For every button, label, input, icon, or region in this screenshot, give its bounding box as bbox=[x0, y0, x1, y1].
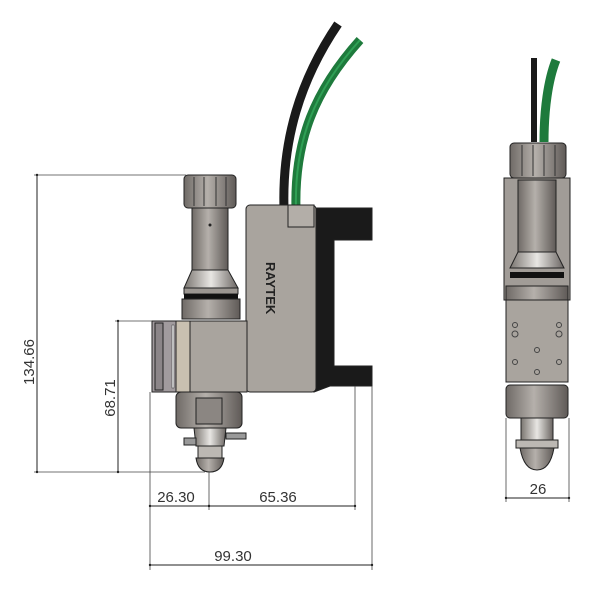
side-view: 26 bbox=[503, 58, 571, 502]
mounting-bracket bbox=[313, 207, 373, 393]
side-block bbox=[505, 299, 569, 383]
dim-bracket-offset: 65.36 bbox=[259, 489, 297, 506]
dimension-lines bbox=[34, 173, 374, 570]
dim-side-width: 26 bbox=[530, 481, 547, 498]
side-knurled-cap bbox=[509, 142, 567, 179]
collimator-tube bbox=[191, 207, 229, 271]
dim-nozzle-offset: 26.30 bbox=[157, 489, 195, 506]
dim-overall-height: 134.66 bbox=[21, 339, 38, 385]
cable-green bbox=[291, 36, 364, 211]
nozzle-assembly bbox=[175, 391, 247, 473]
knurled-cap bbox=[183, 174, 237, 209]
dim-lower-height: 68.71 bbox=[102, 379, 119, 417]
cable-black bbox=[279, 21, 342, 209]
sensor-housing bbox=[245, 204, 317, 393]
dim-overall-width: 99.30 bbox=[214, 548, 252, 565]
front-view: RAYTEK bbox=[21, 21, 374, 570]
focus-block bbox=[189, 320, 248, 393]
brand-label: RAYTEK bbox=[263, 262, 278, 315]
